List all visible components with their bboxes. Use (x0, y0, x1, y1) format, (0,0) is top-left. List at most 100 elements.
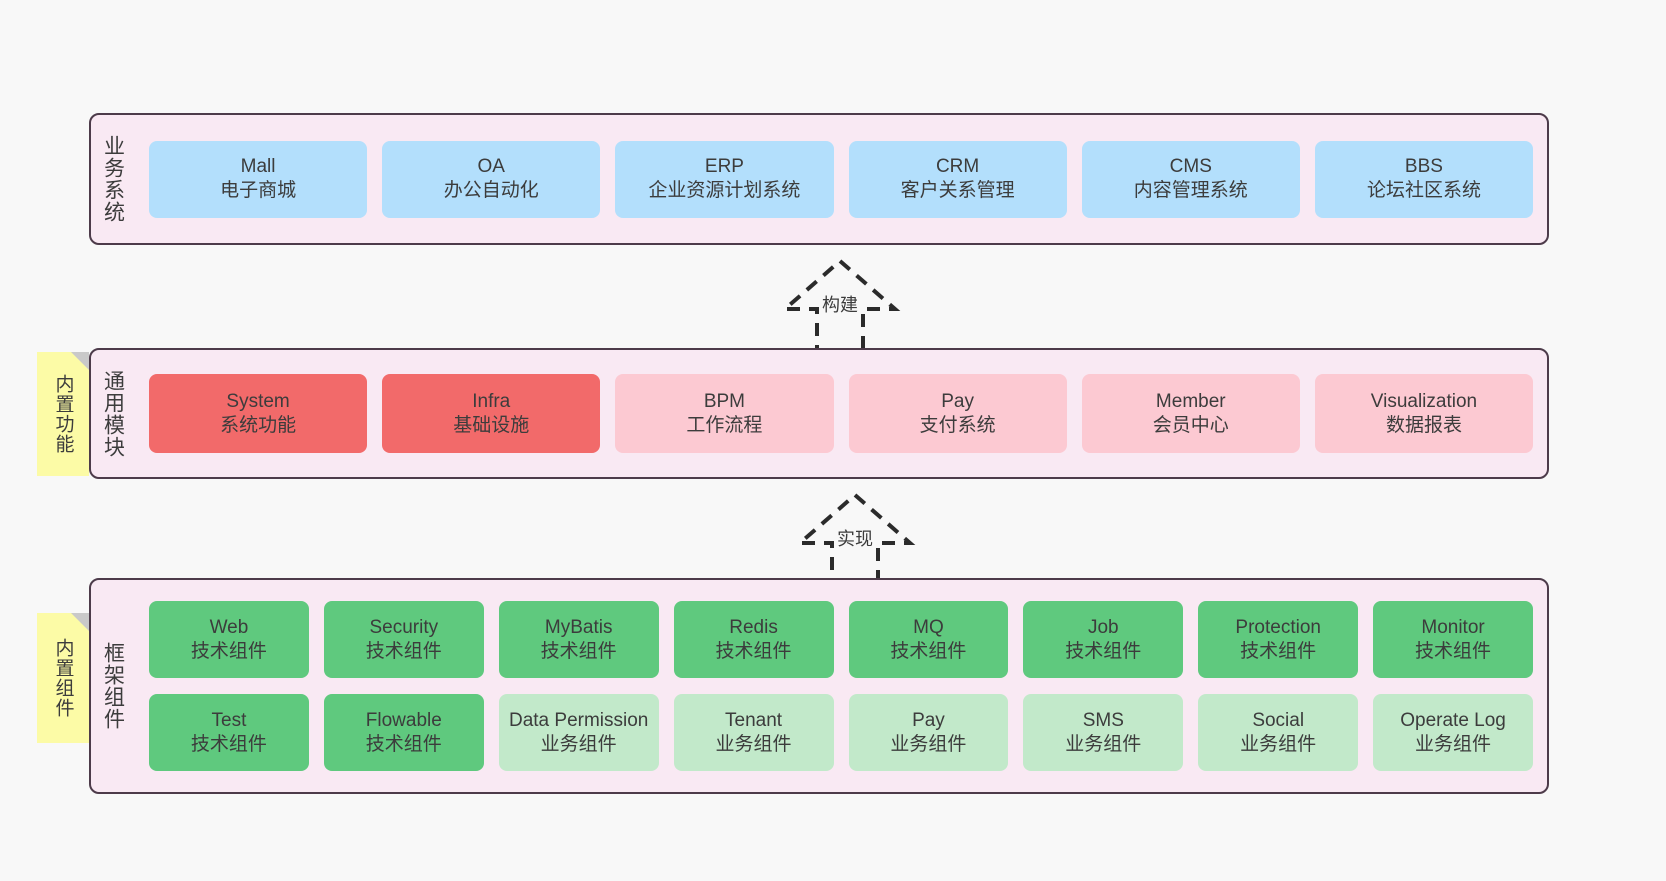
card-title: Operate Log (1400, 709, 1506, 731)
card-title: OA (477, 156, 505, 178)
sticky-note-builtin-features: 内置功能 (37, 352, 89, 476)
card-title: CMS (1169, 156, 1212, 178)
card-system[interactable]: System 系统功能 (149, 374, 368, 453)
card-title: Infra (472, 390, 511, 412)
card-mybatis[interactable]: MyBatis 技术组件 (498, 601, 659, 678)
card-title: Member (1155, 390, 1226, 412)
card-subtitle: 工作流程 (686, 414, 763, 436)
card-subtitle: 业务组件 (1065, 733, 1142, 755)
card-infra[interactable]: Infra 基础设施 (382, 374, 601, 453)
card-title: MyBatis (544, 616, 613, 638)
card-title: Social (1252, 709, 1305, 731)
card-subtitle: 论坛社区系统 (1366, 180, 1481, 201)
card-title: Web (209, 616, 249, 638)
card-member[interactable]: Member 会员中心 (1081, 374, 1300, 453)
card-title: Protection (1235, 616, 1321, 638)
card-title: CRM (935, 156, 980, 178)
card-title: Security (369, 616, 439, 638)
card-job[interactable]: Job 技术组件 (1023, 601, 1184, 678)
card-row: System 系统功能 Infra 基础设施 BPM 工作流程 Pay 支付系统… (149, 374, 1534, 453)
card-pay-module[interactable]: Pay 支付系统 (848, 374, 1067, 453)
layer-label-common-modules: 通用模块 (101, 369, 125, 458)
card-redis[interactable]: Redis 技术组件 (673, 601, 834, 678)
card-cms[interactable]: CMS 内容管理系统 (1081, 140, 1300, 218)
card-subtitle: 电子商城 (220, 180, 297, 201)
card-monitor[interactable]: Monitor 技术组件 (1373, 601, 1533, 678)
card-subtitle: 技术组件 (1240, 640, 1317, 662)
card-subtitle: 技术组件 (1415, 640, 1492, 662)
card-title: Monitor (1421, 616, 1485, 638)
card-subtitle: 企业资源计划系统 (648, 180, 801, 201)
card-protection[interactable]: Protection 技术组件 (1198, 601, 1359, 678)
card-title: BBS (1404, 156, 1443, 178)
sticky-note-label: 内置组件 (52, 638, 74, 718)
card-subtitle: 业务组件 (1240, 733, 1317, 755)
card-subtitle: 技术组件 (890, 640, 967, 662)
generalization-arrow-up-icon (779, 258, 901, 359)
card-title: Data Permission (508, 709, 649, 731)
card-subtitle: 技术组件 (365, 640, 442, 662)
layer-body-framework-components: Web 技术组件 Security 技术组件 MyBatis 技术组件 Redi… (135, 580, 1547, 792)
card-oa[interactable]: OA 办公自动化 (382, 140, 601, 218)
layer-framework-components: 框架组件 Web 技术组件 Security 技术组件 MyBatis 技术组件… (89, 578, 1549, 794)
layer-business-systems: 业务系统 Mall 电子商城 OA 办公自动化 ERP 企业资源计划系统 CRM… (89, 113, 1549, 245)
card-row: Test 技术组件 Flowable 技术组件 Data Permission … (149, 694, 1533, 771)
card-subtitle: 技术组件 (365, 733, 442, 755)
card-subtitle: 业务组件 (890, 733, 967, 755)
card-title: ERP (704, 156, 744, 178)
card-crm[interactable]: CRM 客户关系管理 (848, 140, 1067, 218)
card-subtitle: 内容管理系统 (1133, 180, 1248, 201)
card-title: SMS (1082, 709, 1124, 731)
card-subtitle: 技术组件 (190, 733, 267, 755)
card-social[interactable]: Social 业务组件 (1198, 694, 1359, 771)
card-title: Job (1087, 616, 1119, 638)
card-title: Tenant (725, 709, 783, 731)
card-flowable[interactable]: Flowable 技术组件 (323, 694, 484, 771)
card-subtitle: 技术组件 (715, 640, 792, 662)
card-title: Mall (240, 156, 276, 178)
card-title: System (226, 390, 290, 412)
card-title: Flowable (365, 709, 442, 731)
card-title: Pay (912, 709, 945, 731)
card-erp[interactable]: ERP 企业资源计划系统 (615, 140, 834, 218)
card-test[interactable]: Test 技术组件 (149, 694, 309, 771)
connector-build: 构建 (745, 253, 935, 363)
card-subtitle: 数据报表 (1385, 414, 1462, 436)
card-pay-component[interactable]: Pay 业务组件 (848, 694, 1009, 771)
card-title: Test (211, 709, 247, 731)
card-tenant[interactable]: Tenant 业务组件 (673, 694, 834, 771)
layer-body-common-modules: System 系统功能 Infra 基础设施 BPM 工作流程 Pay 支付系统… (135, 350, 1547, 477)
card-mall[interactable]: Mall 电子商城 (149, 140, 368, 218)
card-bpm[interactable]: BPM 工作流程 (615, 374, 834, 453)
card-mq[interactable]: MQ 技术组件 (848, 601, 1009, 678)
card-title: MQ (913, 616, 944, 638)
page-fold-icon (71, 352, 89, 370)
layer-common-modules: 通用模块 System 系统功能 Infra 基础设施 BPM 工作流程 Pay… (89, 348, 1549, 479)
card-web[interactable]: Web 技术组件 (149, 601, 309, 678)
card-subtitle: 办公自动化 (443, 180, 539, 201)
card-subtitle: 客户关系管理 (900, 180, 1015, 201)
card-bbs[interactable]: BBS 论坛社区系统 (1314, 140, 1534, 218)
card-security[interactable]: Security 技术组件 (323, 601, 484, 678)
layer-label-business-systems: 业务系统 (101, 135, 125, 223)
layer-label-framework-components: 框架组件 (101, 642, 125, 730)
layer-body-business-systems: Mall 电子商城 OA 办公自动化 ERP 企业资源计划系统 CRM 客户关系… (135, 115, 1547, 243)
card-row: Mall 电子商城 OA 办公自动化 ERP 企业资源计划系统 CRM 客户关系… (149, 140, 1534, 218)
card-title: Pay (941, 390, 974, 412)
card-sms[interactable]: SMS 业务组件 (1023, 694, 1184, 771)
sticky-note-builtin-components: 内置组件 (37, 613, 89, 743)
card-subtitle: 支付系统 (919, 414, 996, 436)
card-subtitle: 业务组件 (540, 733, 617, 755)
card-subtitle: 会员中心 (1152, 414, 1229, 436)
card-subtitle: 基础设施 (453, 414, 530, 436)
card-visualization[interactable]: Visualization 数据报表 (1314, 374, 1534, 453)
sticky-note-label: 内置功能 (52, 374, 74, 454)
card-data-permission[interactable]: Data Permission 业务组件 (498, 694, 659, 771)
card-subtitle: 业务组件 (715, 733, 792, 755)
card-subtitle: 系统功能 (220, 414, 297, 436)
card-subtitle: 技术组件 (1065, 640, 1142, 662)
page-fold-icon (71, 613, 89, 631)
card-operate-log[interactable]: Operate Log 业务组件 (1373, 694, 1533, 771)
card-subtitle: 技术组件 (540, 640, 617, 662)
